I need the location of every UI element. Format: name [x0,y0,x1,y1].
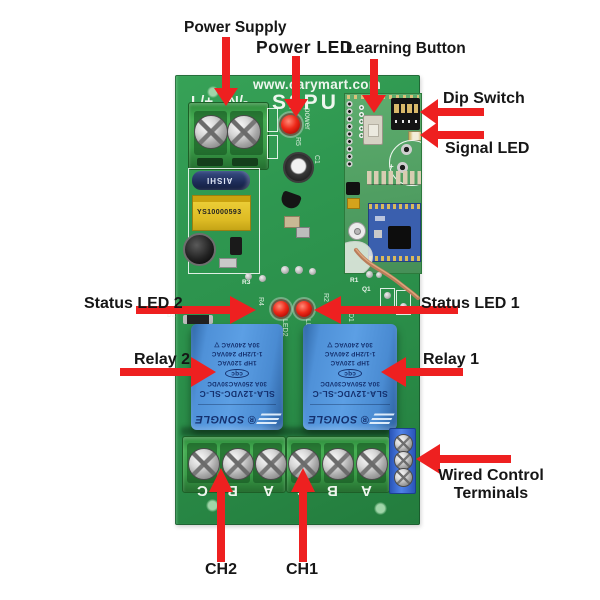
filter-capacitor: AISHI [192,171,250,190]
c1-silkscreen: C1 [313,155,320,164]
terminal-letter: B [327,482,338,499]
terminal-screw [194,115,228,149]
q1-silkscreen: Q1 [362,286,371,293]
learning-button[interactable] [363,115,383,145]
mounting-hole [206,499,219,512]
d1-silkscreen: D1 [347,313,354,322]
wired-control-terminal [389,428,416,494]
label-wired-control: Wired Control Terminals [438,467,544,502]
label-learning-button: Learning Button [346,40,466,57]
label-status-led-1: Status LED 1 [421,295,520,312]
through-hole-column [345,100,354,168]
d2-silkscreen: D2 [167,312,176,319]
pcb-website-text: www.carymart.com [253,77,382,92]
status-led-2 [273,301,289,317]
transformer: YS10000593 [192,195,251,231]
antenna-hole [401,144,412,155]
pcb-board: www.carymart.com S2PU L/+ N/- AISHI YS10… [167,75,422,525]
pad-box [380,288,395,313]
small-capacitor [296,227,310,238]
label-relay-2: Relay 2 [134,351,191,368]
label-relay-1: Relay 1 [423,351,480,368]
r1-silkscreen: R1 [350,277,359,284]
terminal-letter: A [263,482,274,499]
small-capacitor [284,216,300,228]
capacitor-c1 [283,152,314,183]
terminal-letter: B [227,482,238,499]
status-led-1 [296,301,312,317]
label-signal-led: Signal LED [445,140,530,157]
terminal-letter: A [361,482,372,499]
label-ch2: CH2 [205,561,238,578]
songle-logo [256,413,282,425]
dip-switch[interactable] [391,98,420,130]
rf-chip [388,226,411,249]
terminal-letter: C [197,482,208,499]
glue-blob [345,241,373,273]
silkscreen-box [267,108,278,132]
terminal-screw [288,448,320,480]
terminal-screw [188,448,220,480]
r3-silkscreen: R3 [242,279,251,286]
antenna-connector [348,222,366,240]
r2-silkscreen: R2 [322,293,329,302]
label-ch1: CH1 [286,561,319,578]
silkscreen-box [267,135,278,159]
resistor-row [367,171,421,185]
songle-logo [369,413,395,425]
terminal-screw [322,448,354,480]
small-component [230,237,242,255]
r5-silkscreen: R5 [294,137,301,146]
transformer-code-text: YS10000593 [197,209,242,216]
terminal-letter: C [297,482,308,499]
terminal-screw [222,448,254,480]
power-led-silkscreen: power [303,108,312,130]
power-led [281,115,300,134]
r4-silkscreen: R4 [257,297,264,306]
relay-1: ®SONGLE SLA-12VDC-SL-C 30A 250VAC30VDC c… [303,324,397,430]
yellow-component [347,198,360,209]
label-power-led: Power LED [256,37,353,57]
terminal-screw [227,115,261,149]
relay-2: ®SONGLE SLA-12VDC-SL-C 30A 250VAC30VDC c… [191,324,283,430]
sot23-transistor [346,182,360,195]
psu-silkscreen-box [188,168,260,274]
terminal-screw [356,448,388,480]
terminal-screw [255,448,287,480]
pad-box [396,290,411,315]
transistor [279,190,302,211]
plus-silkscreen: + [389,162,394,171]
pad-column [358,104,365,138]
antenna-hole [397,162,408,173]
led2-silkscreen: LED2 [281,319,288,337]
label-dip-switch: Dip Switch [443,90,525,107]
small-component [219,258,237,268]
mounting-hole [207,86,219,98]
mounting-hole [374,502,387,515]
rf-daughterboard: + [344,93,422,274]
capacitor-brand-text: AISHI [206,176,233,185]
electrolytic-capacitor [183,233,216,266]
diode [183,315,213,324]
rf-module [368,203,421,262]
label-power-supply: Power Supply [184,19,287,36]
label-status-led-2: Status LED 2 [84,295,183,312]
